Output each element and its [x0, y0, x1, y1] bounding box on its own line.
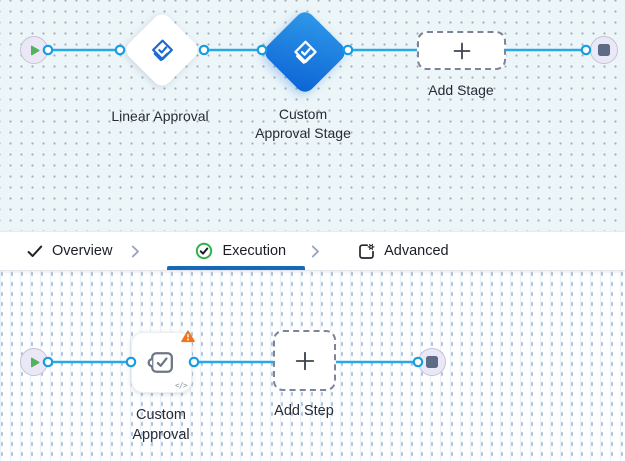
- add-stage-button[interactable]: [417, 31, 506, 70]
- step-label-custom-approval: Custom Approval: [101, 405, 221, 445]
- label-line: Custom: [136, 407, 186, 423]
- check-icon: [27, 245, 43, 257]
- stage-label-add-stage: Add Stage: [428, 82, 494, 98]
- check-circle-icon: [196, 242, 213, 260]
- plus-icon: [453, 42, 470, 59]
- active-tab-underline: [167, 266, 305, 270]
- tab-overview[interactable]: Overview: [27, 243, 112, 259]
- play-icon: [30, 357, 40, 367]
- add-step-button[interactable]: [273, 330, 336, 391]
- stop-icon: [426, 356, 438, 368]
- tab-label: Advanced: [384, 243, 449, 259]
- settings-box-icon: [359, 243, 375, 259]
- approval-step-icon: [147, 352, 173, 373]
- label-line: Custom: [278, 106, 328, 122]
- end-node[interactable]: [418, 348, 446, 376]
- play-icon: [30, 45, 40, 55]
- approval-stage-icon: [151, 39, 173, 61]
- chevron-right-icon: [311, 245, 320, 258]
- step-node-custom-approval[interactable]: </>: [131, 330, 195, 393]
- step-canvas[interactable]: </> Custom Approval Add Step: [0, 271, 625, 461]
- label-line: Approval: [132, 427, 190, 443]
- stage-canvas[interactable]: Linear Approval Custom Approval Stage Ad…: [0, 0, 625, 231]
- start-node[interactable]: [20, 36, 48, 64]
- stage-label-linear-approval: Linear Approval: [111, 108, 209, 124]
- step-label-add-step: Add Step: [274, 403, 334, 419]
- tab-advanced[interactable]: Advanced: [358, 243, 449, 260]
- end-node[interactable]: [590, 36, 618, 64]
- tab-execution-active[interactable]: Execution: [195, 242, 286, 260]
- tab-label: Execution: [222, 243, 287, 259]
- plus-icon: [295, 351, 314, 370]
- lifecycle-tab-bar: Overview Execution: [0, 231, 625, 271]
- chevron-right-icon: [131, 245, 140, 258]
- code-badge: </>: [174, 381, 188, 390]
- label-line: Approval Stage: [255, 125, 351, 141]
- stage-node-linear-approval[interactable]: [122, 10, 202, 90]
- start-node[interactable]: [20, 348, 48, 376]
- step-connectors: [48, 360, 424, 364]
- approval-stage-icon: [293, 40, 317, 64]
- stop-icon: [598, 44, 610, 56]
- warning-icon[interactable]: [181, 330, 195, 343]
- tab-label: Overview: [52, 243, 113, 259]
- stage-label-custom-approval-stage: Custom Approval Stage: [233, 105, 373, 143]
- stage-node-custom-approval-stage-selected[interactable]: [261, 8, 349, 96]
